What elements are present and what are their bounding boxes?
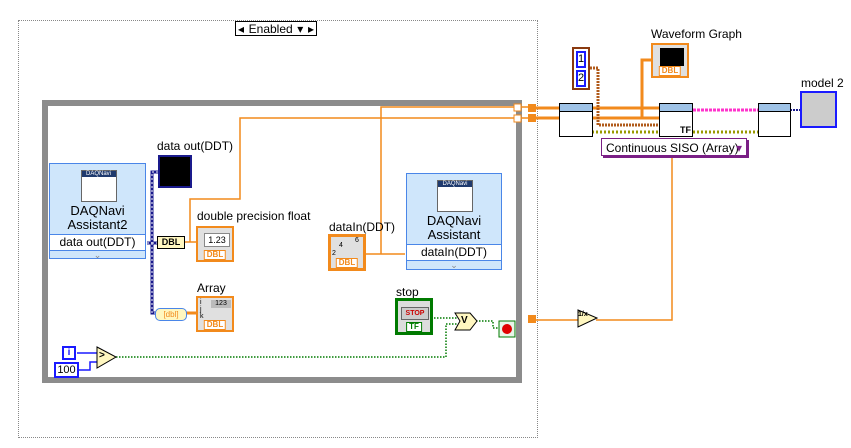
right-arrow-icon[interactable]: ▸ <box>307 21 314 36</box>
tunnel <box>513 114 522 123</box>
dropdown-arrow-icon[interactable]: ▾ <box>297 21 304 36</box>
tunnel <box>513 103 522 112</box>
dropdown-arrow-icon[interactable]: ▾ <box>735 141 742 155</box>
greater-than-node <box>96 346 118 369</box>
or-gate <box>454 312 478 331</box>
reciprocal-node <box>577 309 599 328</box>
stop-condition-icon <box>502 324 512 334</box>
array-indicator-label: Array <box>197 281 226 295</box>
knob-tick: 6 <box>355 237 359 244</box>
dbl-conversion-node[interactable]: DBL <box>157 236 185 249</box>
iteration-terminal[interactable]: i <box>62 346 76 360</box>
array-element[interactable]: 2 <box>576 70 586 87</box>
ring-wire <box>536 157 673 321</box>
waveform-graph-indicator[interactable]: DBL <box>651 43 689 78</box>
array-conversion-node[interactable]: [dbl] <box>155 308 187 321</box>
daqnavi-icon: DAQNavi <box>437 180 473 212</box>
graph-label: data out(DDT) <box>157 139 234 153</box>
type-tag: DBL <box>203 250 227 260</box>
index-k: k <box>200 313 204 320</box>
input-terminal-data-in[interactable]: dataIn(DDT) <box>407 244 501 261</box>
model-label: model 2 <box>801 76 844 90</box>
knob-tick: 4 <box>339 242 343 249</box>
case-selector[interactable]: ◂ Enabled ▾ ▸ <box>235 21 317 36</box>
numeric-wire <box>77 352 97 371</box>
type-tag: DBL <box>203 320 227 330</box>
model-node[interactable] <box>758 103 791 137</box>
array-constant[interactable]: 1 2 <box>572 47 590 90</box>
type-tag: DBL <box>335 258 359 268</box>
or-label: V <box>461 315 468 326</box>
construct-tf-model-node[interactable]: TF <box>659 103 693 137</box>
expand-icon[interactable]: ⌄ <box>93 250 102 260</box>
diagram-disable-structure <box>18 20 538 438</box>
knob-label: dataIn(DDT) <box>329 220 396 234</box>
while-loop[interactable] <box>42 100 522 383</box>
graph-icon <box>660 48 684 66</box>
reciprocal-label: 1/x <box>578 311 588 318</box>
stop-button-control[interactable]: STOP TF <box>395 298 433 335</box>
node-title: DAQNavi <box>426 213 482 228</box>
node-title: DAQNavi <box>70 203 125 218</box>
double-wire <box>366 106 530 255</box>
tunnel <box>528 315 536 323</box>
stop-label: stop <box>396 285 419 299</box>
array-value: 123 <box>211 300 231 308</box>
double-value: 1.23 <box>204 233 230 247</box>
dataIn-knob-control[interactable]: 2 4 6 DBL <box>328 234 366 271</box>
tunnel <box>528 114 536 122</box>
array-indicator[interactable]: i j k 123 DBL <box>196 296 234 332</box>
type-tag: DBL <box>658 66 682 76</box>
node-title: Assistant <box>427 227 481 242</box>
expand-icon[interactable]: ⌄ <box>450 260 458 270</box>
double-indicator-label: double precision float <box>197 209 311 223</box>
knob-tick: 2 <box>332 250 336 257</box>
ring-value: Continuous SISO (Array) <box>606 141 739 155</box>
index-j: j <box>200 306 202 313</box>
simulate-signal-node[interactable] <box>559 103 593 137</box>
array-const-wire <box>590 66 660 127</box>
stop-button-face: STOP <box>401 307 429 320</box>
tf-label: TF <box>680 125 691 135</box>
greater-label: > <box>99 350 105 361</box>
model-indicator[interactable] <box>800 91 837 128</box>
data-out-graph-indicator[interactable] <box>158 155 192 188</box>
boolean-wire <box>116 317 500 358</box>
type-tag: TF <box>406 322 422 332</box>
output-terminal-data-out[interactable]: data out(DDT) <box>50 234 145 251</box>
selected-case: Enabled <box>248 21 293 36</box>
daqnavi-assistant-node[interactable]: DAQNavi DAQNavi Assistant dataIn(DDT) ⌄ <box>406 173 502 270</box>
constant-100[interactable]: 100 <box>54 362 79 378</box>
left-arrow-icon[interactable]: ◂ <box>238 21 245 36</box>
array-element[interactable]: 1 <box>576 51 586 68</box>
waveform-graph-label: Waveform Graph <box>651 27 742 41</box>
double-wire-out <box>536 58 660 120</box>
index-i: i <box>200 299 202 306</box>
daqnavi-icon: DAQNavi <box>80 170 117 202</box>
daqnavi-assistant2-node[interactable]: DAQNavi DAQNavi Assistant2 data out(DDT)… <box>49 163 146 260</box>
node-title: Assistant2 <box>67 217 128 232</box>
double-indicator[interactable]: 1.23 DBL <box>196 226 234 262</box>
double-wire <box>185 117 530 243</box>
tunnel <box>528 104 536 112</box>
mode-ring-constant[interactable]: Continuous SISO (Array) ▾ <box>601 138 747 156</box>
